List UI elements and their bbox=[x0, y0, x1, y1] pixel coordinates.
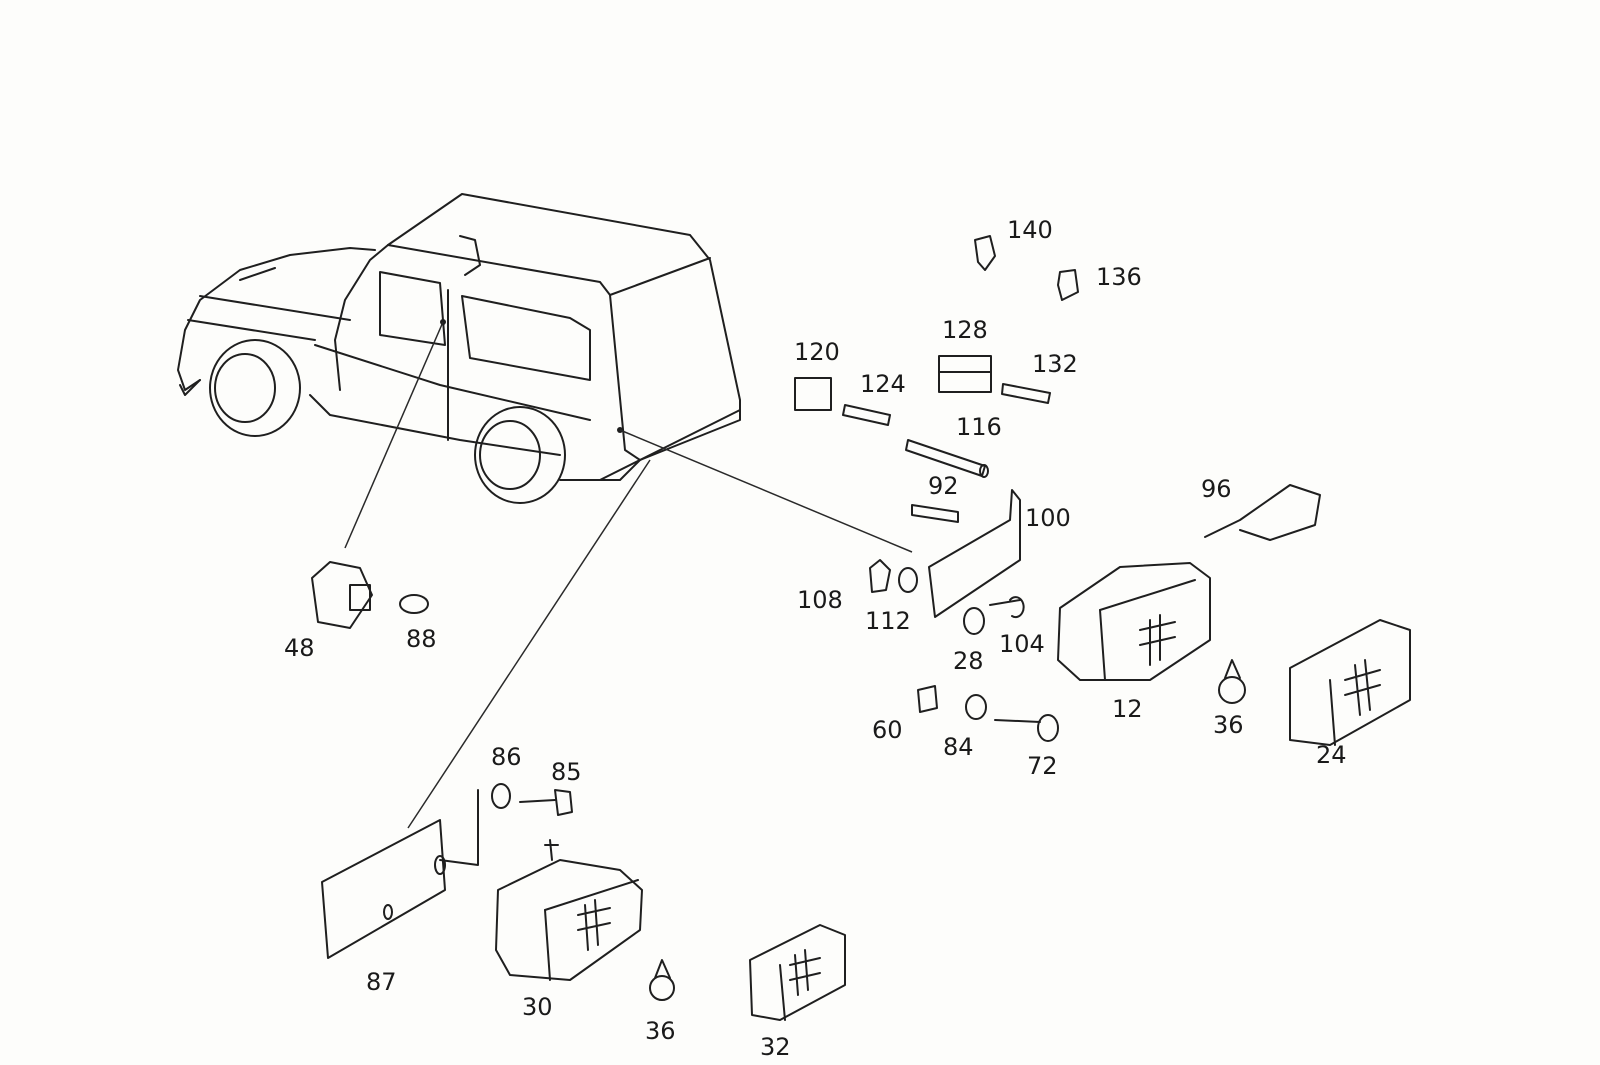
lamp-12 bbox=[1057, 562, 1211, 681]
part-label-128: 128 bbox=[942, 316, 988, 344]
lamp-24 bbox=[1289, 619, 1411, 746]
lamp-32 bbox=[749, 924, 846, 1021]
part-label-30: 30 bbox=[522, 993, 553, 1021]
bulb-36-bottom bbox=[649, 959, 675, 1001]
part-label-116: 116 bbox=[956, 413, 1002, 441]
connector-parts bbox=[794, 235, 1079, 523]
part-label-12: 12 bbox=[1112, 695, 1143, 723]
part-label-32: 32 bbox=[760, 1033, 791, 1061]
part-label-112: 112 bbox=[865, 607, 911, 635]
leader-lines bbox=[344, 321, 913, 829]
part-label-48: 48 bbox=[284, 634, 315, 662]
part-label-92: 92 bbox=[928, 472, 959, 500]
part-label-24: 24 bbox=[1316, 741, 1347, 769]
bracket-hardware bbox=[869, 489, 1059, 742]
switch-48 bbox=[311, 561, 429, 629]
part-label-88: 88 bbox=[406, 625, 437, 653]
part-label-104: 104 bbox=[999, 630, 1045, 658]
lamp-30 bbox=[495, 839, 643, 981]
part-label-124: 124 bbox=[860, 370, 906, 398]
cable-tie bbox=[1204, 484, 1321, 541]
part-label-86: 86 bbox=[491, 743, 522, 771]
part-label-72: 72 bbox=[1027, 752, 1058, 780]
part-label-84: 84 bbox=[943, 733, 974, 761]
part-label-36-bottom: 36 bbox=[645, 1017, 676, 1045]
part-label-28: 28 bbox=[953, 647, 984, 675]
part-label-120: 120 bbox=[794, 338, 840, 366]
part-label-108: 108 bbox=[797, 586, 843, 614]
part-label-96: 96 bbox=[1201, 475, 1232, 503]
part-label-132: 132 bbox=[1032, 350, 1078, 378]
part-label-85: 85 bbox=[551, 758, 582, 786]
part-label-36: 36 bbox=[1213, 711, 1244, 739]
part-label-100: 100 bbox=[1025, 504, 1071, 532]
bulb-36-right bbox=[1218, 659, 1246, 704]
vehicle-outline bbox=[177, 193, 741, 504]
part-label-140: 140 bbox=[1007, 216, 1053, 244]
plate-87 bbox=[321, 783, 573, 959]
part-label-136: 136 bbox=[1096, 263, 1142, 291]
part-label-60: 60 bbox=[872, 716, 903, 744]
part-label-87: 87 bbox=[366, 968, 397, 996]
